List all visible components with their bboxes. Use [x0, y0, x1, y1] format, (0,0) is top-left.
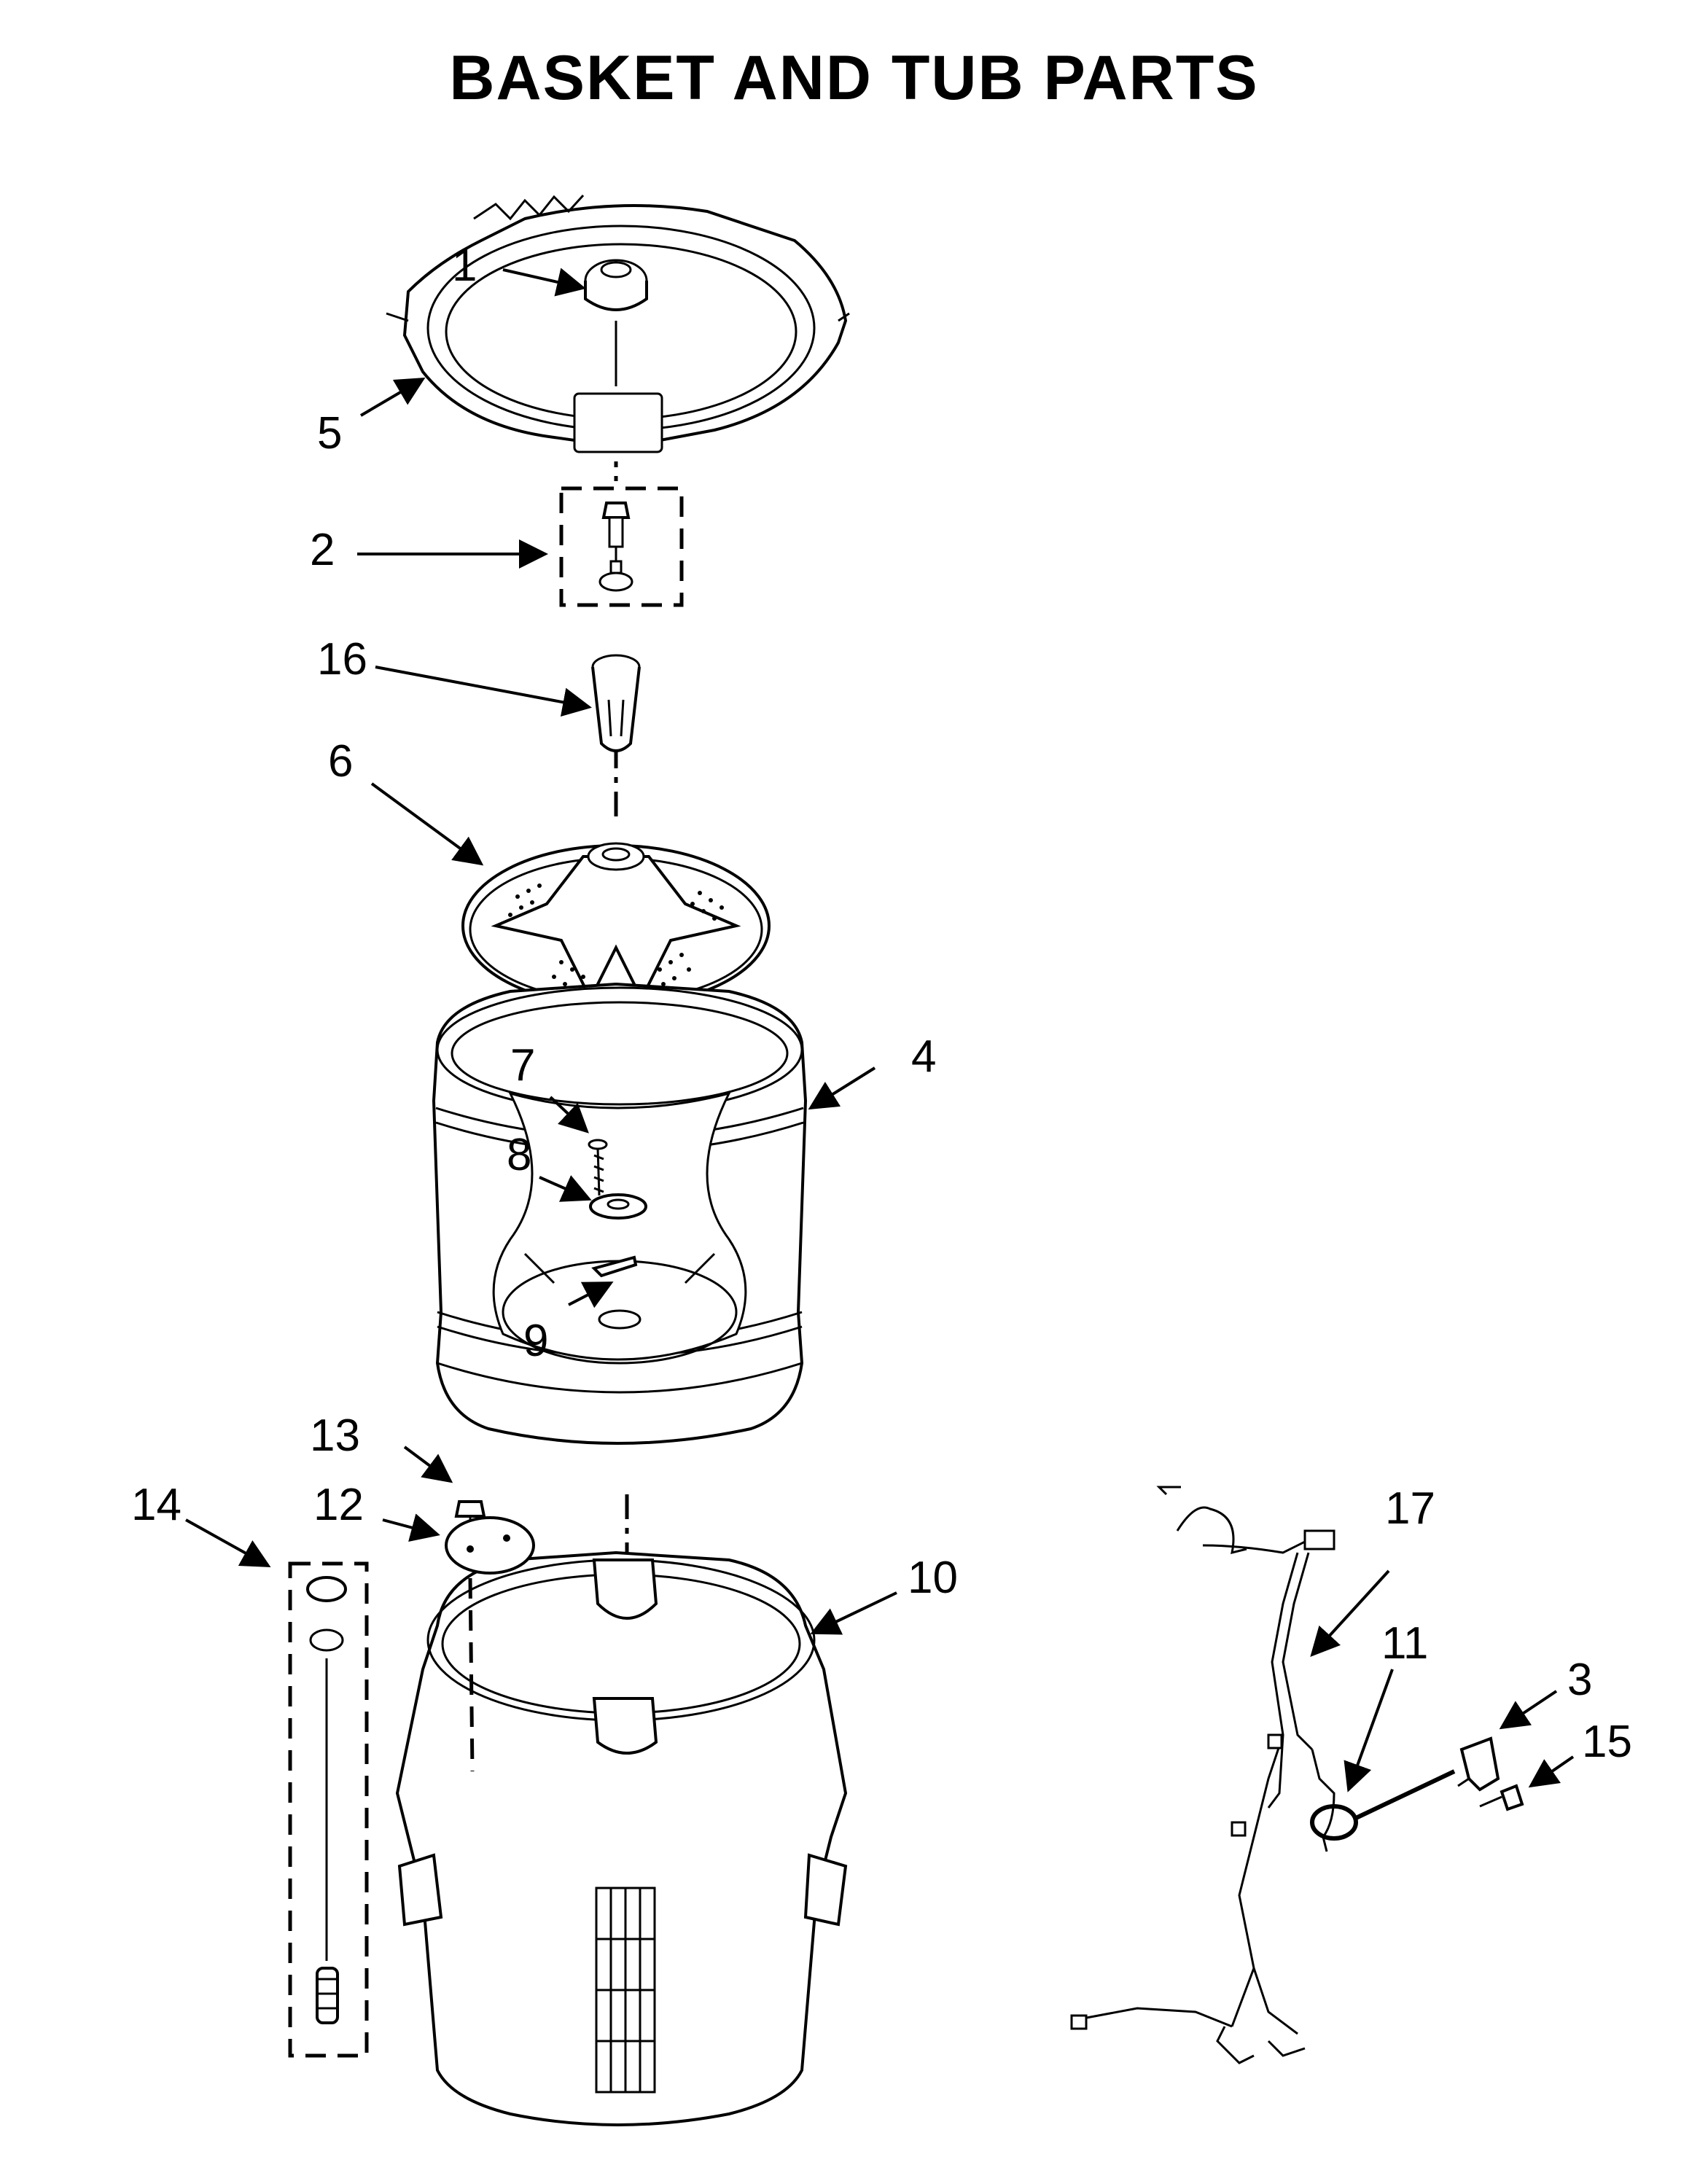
part-15-screw[interactable] — [1479, 1784, 1524, 1811]
callout-9: 9 — [523, 1316, 548, 1366]
callout-4: 4 — [911, 1031, 936, 1082]
part-14-suspension-rod[interactable] — [288, 1561, 369, 2058]
part-10-outer-tub[interactable] — [395, 1550, 848, 2126]
callout-8: 8 — [507, 1130, 531, 1180]
part-7-screw[interactable] — [588, 1139, 608, 1196]
callout-1: 1 — [452, 241, 477, 291]
part-17-wire-harness[interactable] — [1070, 1486, 1335, 2064]
callout-14: 14 — [131, 1480, 182, 1530]
callout-15: 15 — [1582, 1717, 1632, 1767]
part-12-plate[interactable] — [445, 1516, 535, 1772]
callout-13: 13 — [310, 1411, 360, 1461]
part-11-connector-line — [1353, 1769, 1456, 1821]
diagram-title: BASKET AND TUB PARTS — [449, 43, 1259, 113]
callout-12: 12 — [313, 1480, 364, 1530]
callout-5: 5 — [317, 408, 342, 459]
part-9-clip[interactable] — [591, 1255, 642, 1330]
callout-6: 6 — [328, 736, 353, 787]
part-5-tub-ring[interactable] — [386, 194, 850, 453]
part-2-bolt-kit[interactable] — [559, 486, 684, 607]
callout-2: 2 — [310, 525, 335, 575]
callout-7: 7 — [510, 1040, 535, 1091]
callout-17: 17 — [1385, 1483, 1435, 1534]
callout-3: 3 — [1567, 1655, 1592, 1705]
leader-arrows — [185, 268, 1575, 1792]
part-11-ring[interactable] — [1310, 1804, 1358, 1841]
callout-11: 11 — [1381, 1618, 1428, 1669]
callout-16: 16 — [317, 634, 367, 684]
callout-10: 10 — [908, 1553, 958, 1603]
part-16-spline-insert[interactable] — [591, 654, 641, 752]
part-8-hub[interactable] — [589, 1193, 647, 1220]
part-3-bracket[interactable] — [1457, 1736, 1500, 1792]
part-6-impeller[interactable] — [461, 842, 771, 1007]
